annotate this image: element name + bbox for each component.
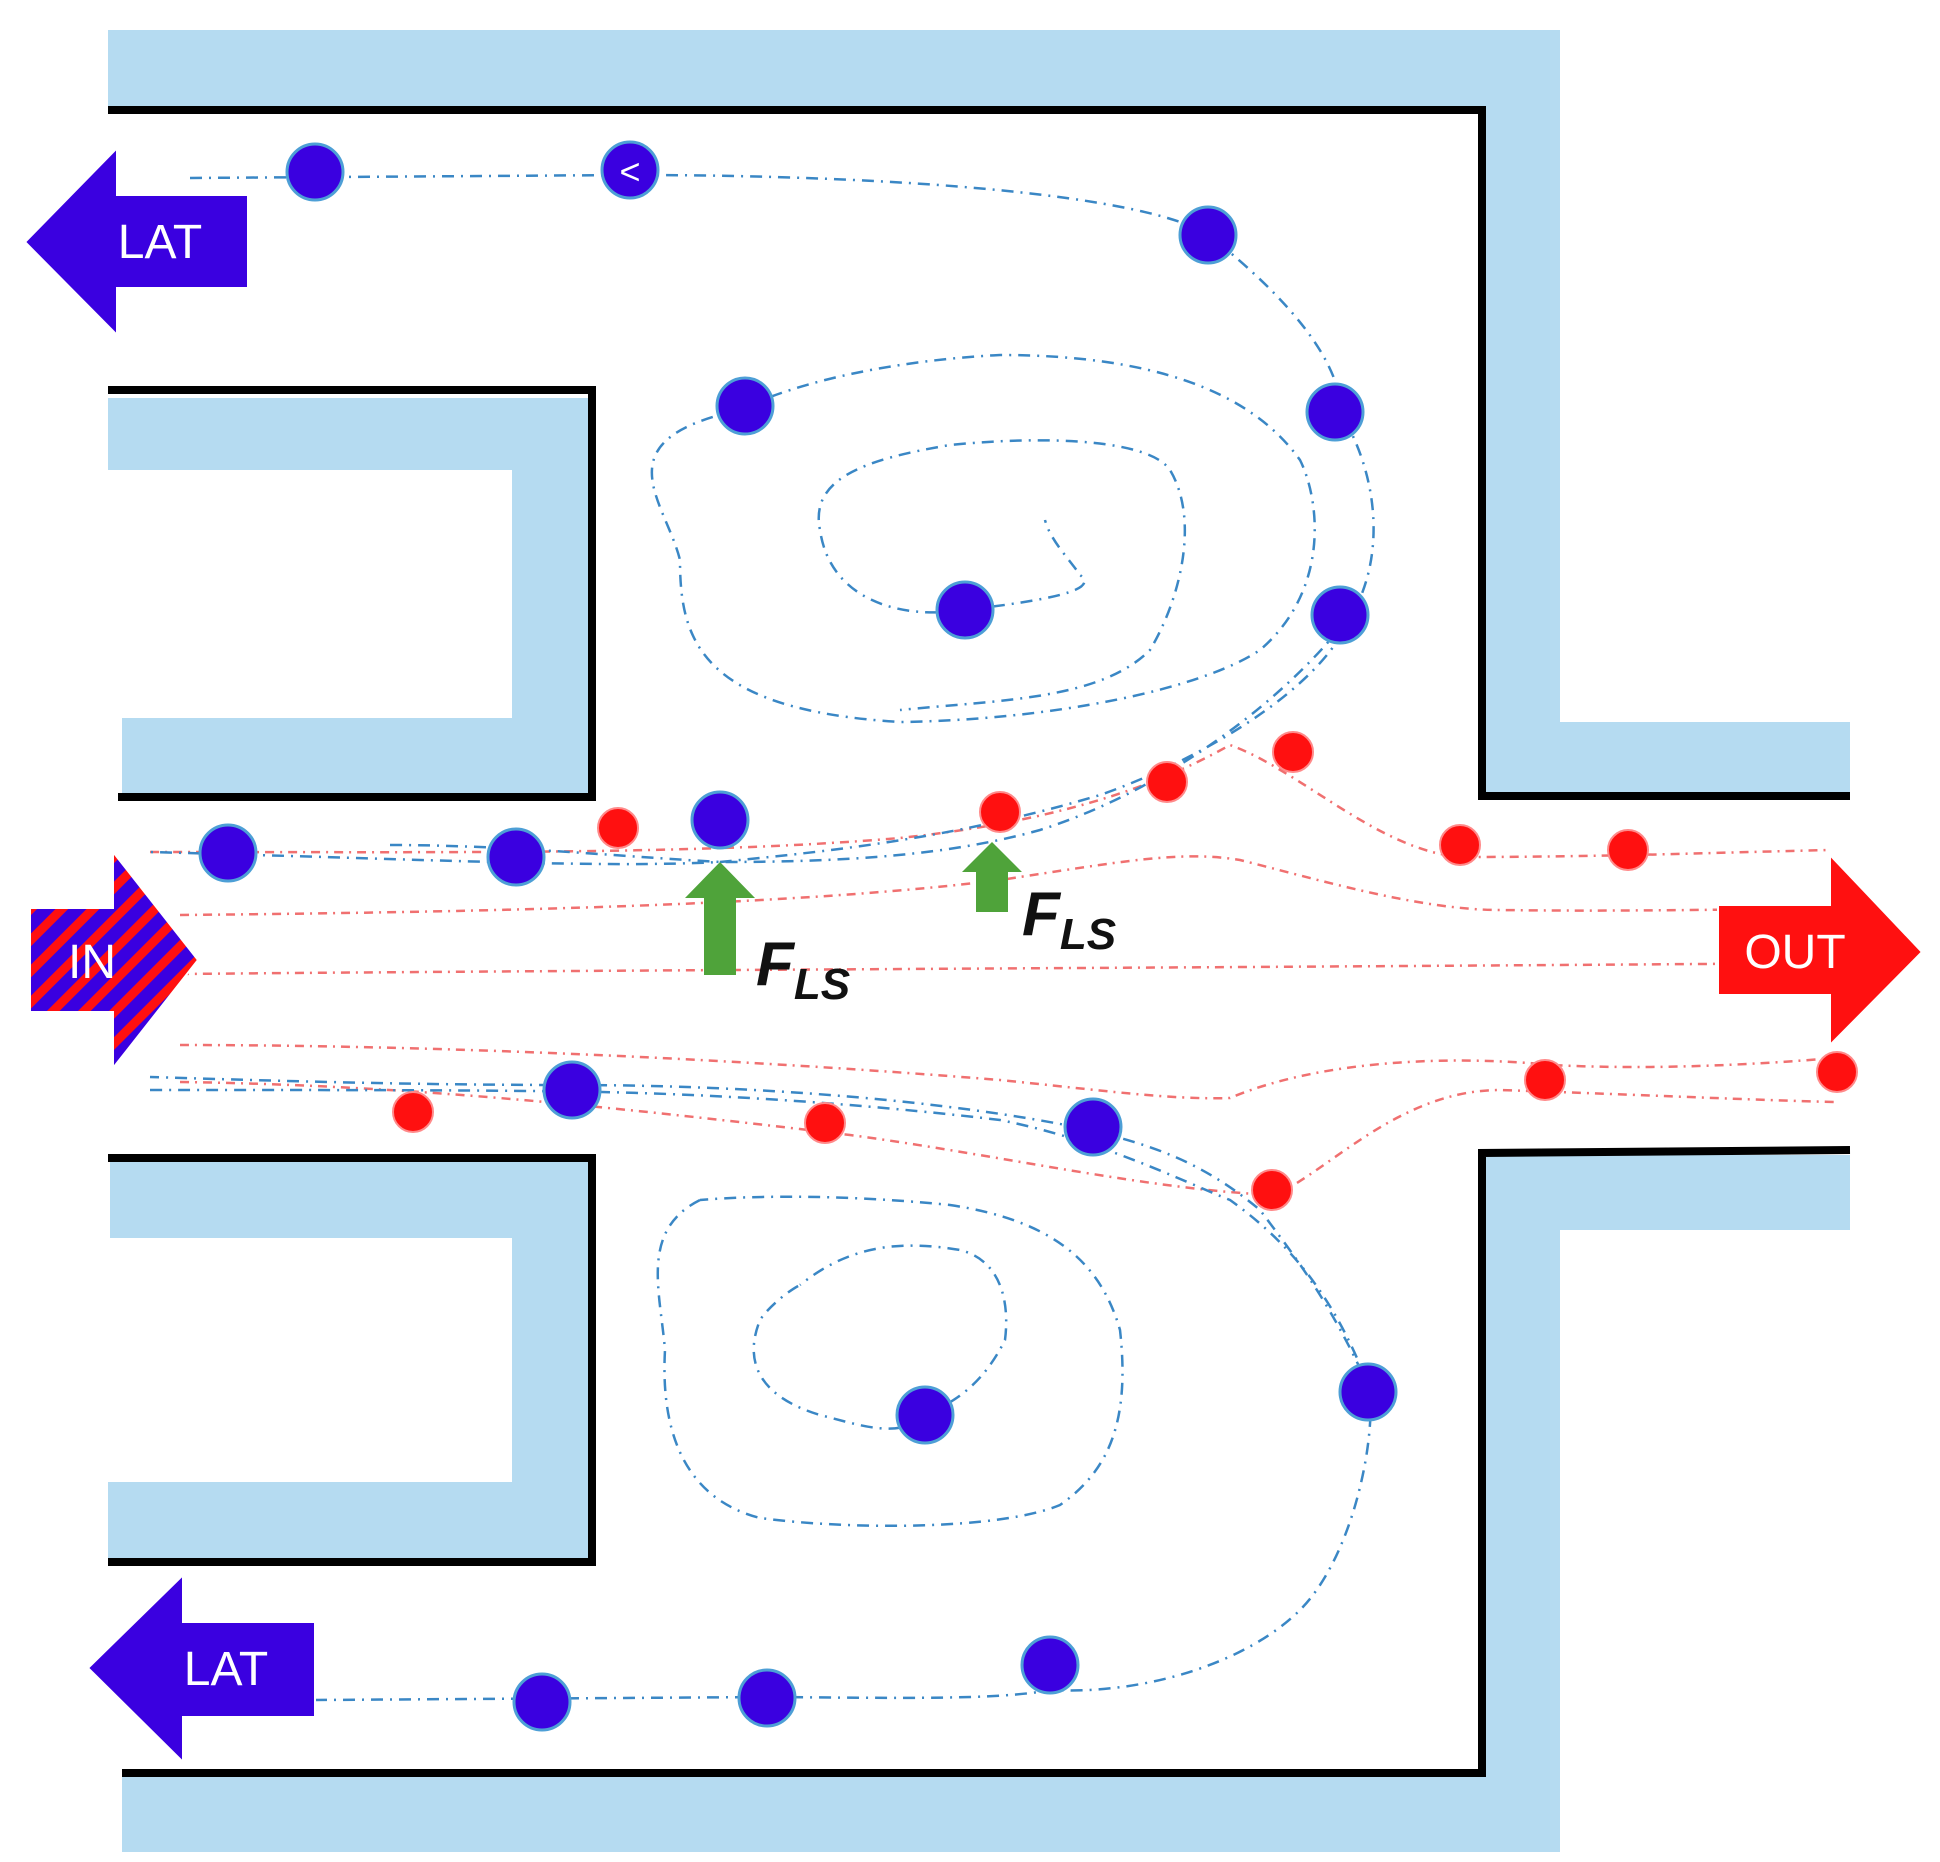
outlet-arrow: OUT <box>1717 852 1924 1048</box>
small-particles <box>392 731 1858 1211</box>
blue-circle-icon <box>1305 382 1365 442</box>
lateral-label-bottom: LAT <box>184 1643 268 1696</box>
lateral-label-top: LAT <box>118 216 202 269</box>
large-particles <box>198 140 1398 1732</box>
inlet-arrow: IN <box>29 849 200 1071</box>
lateral-arrow-bottom: LAT <box>86 1572 316 1765</box>
red-circle-icon <box>597 807 639 849</box>
lift-force-arrows <box>685 842 1022 975</box>
inlet-label: IN <box>68 936 116 989</box>
wall-lower-left-block <box>108 1158 592 1560</box>
red-streamline <box>179 1043 1836 1100</box>
blue-streamline-lower-entry <box>149 1088 1372 1391</box>
green-up-arrow-icon <box>685 862 755 975</box>
channel-edges <box>108 106 1851 1777</box>
blue-streamline-upper-vortex-inner <box>817 439 1187 712</box>
lateral-arrow-icon <box>23 145 249 338</box>
force-symbol: F <box>756 930 796 999</box>
red-streamline <box>179 961 1831 976</box>
blue-circle-icon <box>737 1668 797 1728</box>
edge-top-right <box>108 106 1850 800</box>
red-circle-icon <box>392 1091 434 1133</box>
blue-circle-icon <box>690 790 750 850</box>
blue-circle-icon <box>285 142 345 202</box>
red-circle-icon <box>1251 1169 1293 1211</box>
force-label-1: FLS <box>756 930 850 1009</box>
force-symbol: F <box>1022 880 1062 949</box>
red-circle-icon <box>979 791 1021 833</box>
outlet-arrow-icon <box>1717 852 1924 1048</box>
blue-streamline-upper-vortex-outer <box>650 353 1316 724</box>
wall-upper-left-block <box>108 398 592 797</box>
blue-circle-icon <box>935 580 995 640</box>
blue-circle-icon <box>1310 585 1370 645</box>
lateral-arrow-icon <box>86 1572 316 1765</box>
edge-upper-left-block <box>108 386 596 801</box>
blue-circle-icon <box>1020 1635 1080 1695</box>
force-subscript: LS <box>794 960 850 1009</box>
red-circle-icon <box>1607 829 1649 871</box>
blue-circle-icon <box>486 827 546 887</box>
wall-bottom-right <box>122 1155 1850 1852</box>
red-streamline <box>179 1080 1836 1197</box>
red-circle-icon <box>1524 1059 1566 1101</box>
blue-circle-icon <box>198 823 258 883</box>
lateral-arrow-top: LAT <box>23 145 249 338</box>
blue-circle-icon <box>542 1060 602 1120</box>
red-circle-icon <box>1146 761 1188 803</box>
outlet-label: OUT <box>1744 926 1845 979</box>
particle-mark: < <box>619 151 640 192</box>
blue-circle-icon <box>512 1672 572 1732</box>
red-circle-icon <box>1439 824 1481 866</box>
channel-walls <box>108 30 1850 1852</box>
blue-circle-icon <box>715 376 775 436</box>
blue-circle-icon <box>1338 1362 1398 1422</box>
blue-streamline-lower-vortex-outer <box>656 1195 1124 1528</box>
edge-bottom-right <box>122 1146 1851 1777</box>
force-label-2: FLS <box>1022 880 1116 959</box>
red-circle-icon <box>1816 1051 1858 1093</box>
red-circle-icon <box>804 1102 846 1144</box>
force-subscript: LS <box>1060 910 1116 959</box>
green-up-arrow-icon <box>962 842 1022 912</box>
inlet-arrow-icon <box>29 849 200 1071</box>
blue-circle-icon <box>895 1385 955 1445</box>
blue-circle-icon <box>600 140 660 200</box>
red-circle-icon <box>1272 731 1314 773</box>
blue-streamline-lower-vortex-inner <box>752 1244 1008 1430</box>
blue-circle-icon <box>1063 1097 1123 1157</box>
edge-lower-left-block <box>108 1154 596 1566</box>
blue-circle-icon <box>1178 205 1238 265</box>
